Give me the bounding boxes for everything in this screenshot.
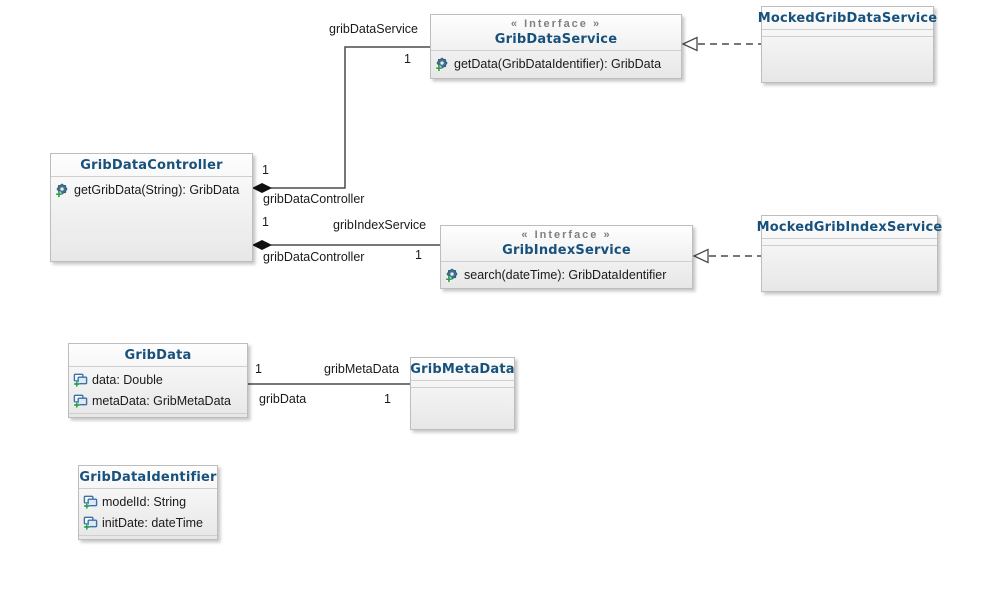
attributes-compartment: modelId: String initDate: dateTime xyxy=(79,488,217,535)
attribute-icon xyxy=(83,495,98,509)
class-box-mockedgribdataservice[interactable]: MockedGribDataService xyxy=(758,6,937,83)
attribute-label: initDate: dateTime xyxy=(102,515,203,530)
class-box-gribdatacontroller[interactable]: GribDataController getGribData(String): … xyxy=(50,153,253,262)
class-header: « Interface » GribIndexService xyxy=(441,226,692,261)
composition-diamond xyxy=(251,239,273,251)
operations-compartment: getData(GribDataIdentifier): GribData xyxy=(431,50,681,78)
role-label-gribindexservice: gribIndexService xyxy=(333,218,427,232)
attributes-compartment xyxy=(762,29,933,36)
method-label: getData(GribDataIdentifier): GribData xyxy=(454,56,662,71)
class-name: MockedGribIndexService xyxy=(756,220,943,235)
operations-compartment xyxy=(411,387,514,429)
realization-arrowhead xyxy=(681,36,698,52)
attribute-icon xyxy=(73,394,88,408)
class-header: GribDataController xyxy=(51,154,252,176)
method-row: getGribData(String): GribData xyxy=(55,179,248,200)
operations-compartment: getGribData(String): GribData xyxy=(51,176,252,261)
attributes-compartment xyxy=(411,380,514,387)
operations-compartment xyxy=(79,535,217,539)
role-label-gribdatacontroller: gribDataController xyxy=(263,192,365,206)
attribute-row: metaData: GribMetaData xyxy=(73,390,243,411)
role-label-gribdatacontroller: gribDataController xyxy=(263,250,365,264)
class-name: GribData xyxy=(124,348,192,363)
operations-compartment xyxy=(762,245,937,291)
class-header: MockedGribIndexService xyxy=(757,216,943,238)
operation-gear-icon xyxy=(446,268,458,282)
role-label-gribmetadata: gribMetaData xyxy=(324,362,400,376)
multiplicity-label: 1 xyxy=(384,392,391,406)
attributes-compartment: data: Double metaData: GribMetaData xyxy=(69,366,247,413)
class-box-gribdataidentifier[interactable]: GribDataIdentifier modelId: String xyxy=(78,465,218,540)
class-header: « Interface » GribDataService xyxy=(431,15,681,50)
class-header: GribDataIdentifier xyxy=(79,466,217,488)
multiplicity-label: 1 xyxy=(262,163,269,177)
class-name: GribDataService xyxy=(494,32,618,47)
class-name: GribDataIdentifier xyxy=(79,470,217,485)
attribute-icon xyxy=(73,373,88,387)
attribute-label: metaData: GribMetaData xyxy=(92,393,231,408)
operations-compartment xyxy=(762,36,933,82)
stereotype-label: « Interface » xyxy=(521,229,612,241)
attribute-row: modelId: String xyxy=(83,491,213,512)
class-box-gribindexservice[interactable]: « Interface » GribIndexService search(da… xyxy=(440,225,693,289)
class-name: GribMetaData xyxy=(410,362,515,377)
composition-controller-to-indexservice xyxy=(251,239,440,251)
role-label-gribdata: gribData xyxy=(259,392,307,406)
attributes-compartment xyxy=(762,238,937,245)
method-row: search(dateTime): GribDataIdentifier xyxy=(445,264,688,285)
attribute-row: data: Double xyxy=(73,369,243,390)
class-header: GribData xyxy=(69,344,247,366)
attribute-row: initDate: dateTime xyxy=(83,512,213,533)
class-box-gribdata[interactable]: GribData data: Double metaDat xyxy=(68,343,248,418)
class-header: GribMetaData xyxy=(410,358,515,380)
operations-compartment: search(dateTime): GribDataIdentifier xyxy=(441,261,692,288)
composition-controller-to-dataservice xyxy=(251,46,430,194)
operations-compartment xyxy=(69,413,247,417)
role-label-gribdataservice: gribDataService xyxy=(329,22,418,36)
multiplicity-label: 1 xyxy=(404,52,411,66)
method-label: getGribData(String): GribData xyxy=(74,182,240,197)
class-header: MockedGribDataService xyxy=(758,7,937,29)
method-row: getData(GribDataIdentifier): GribData xyxy=(435,53,677,74)
operation-gear-icon xyxy=(56,183,68,197)
multiplicity-label: 1 xyxy=(262,215,269,229)
attribute-label: data: Double xyxy=(92,372,163,387)
class-name: MockedGribDataService xyxy=(757,11,938,26)
multiplicity-label: 1 xyxy=(255,362,262,376)
class-name: GribDataController xyxy=(80,158,223,173)
realization-mocked-indexservice xyxy=(692,248,761,264)
class-box-gribmetadata[interactable]: GribMetaData xyxy=(410,357,515,430)
multiplicity-label: 1 xyxy=(415,248,422,262)
method-label: search(dateTime): GribDataIdentifier xyxy=(464,267,667,282)
operation-gear-icon xyxy=(436,57,448,71)
attribute-icon xyxy=(83,516,98,530)
stereotype-label: « Interface » xyxy=(510,18,602,30)
realization-mocked-dataservice xyxy=(681,36,761,52)
attribute-label: modelId: String xyxy=(102,494,187,509)
realization-arrowhead xyxy=(692,248,709,264)
class-box-gribdataservice[interactable]: « Interface » GribDataService getData(Gr… xyxy=(430,14,682,79)
class-name: GribIndexService xyxy=(502,243,631,258)
class-box-mockedgribindexservice[interactable]: MockedGribIndexService xyxy=(757,215,943,292)
